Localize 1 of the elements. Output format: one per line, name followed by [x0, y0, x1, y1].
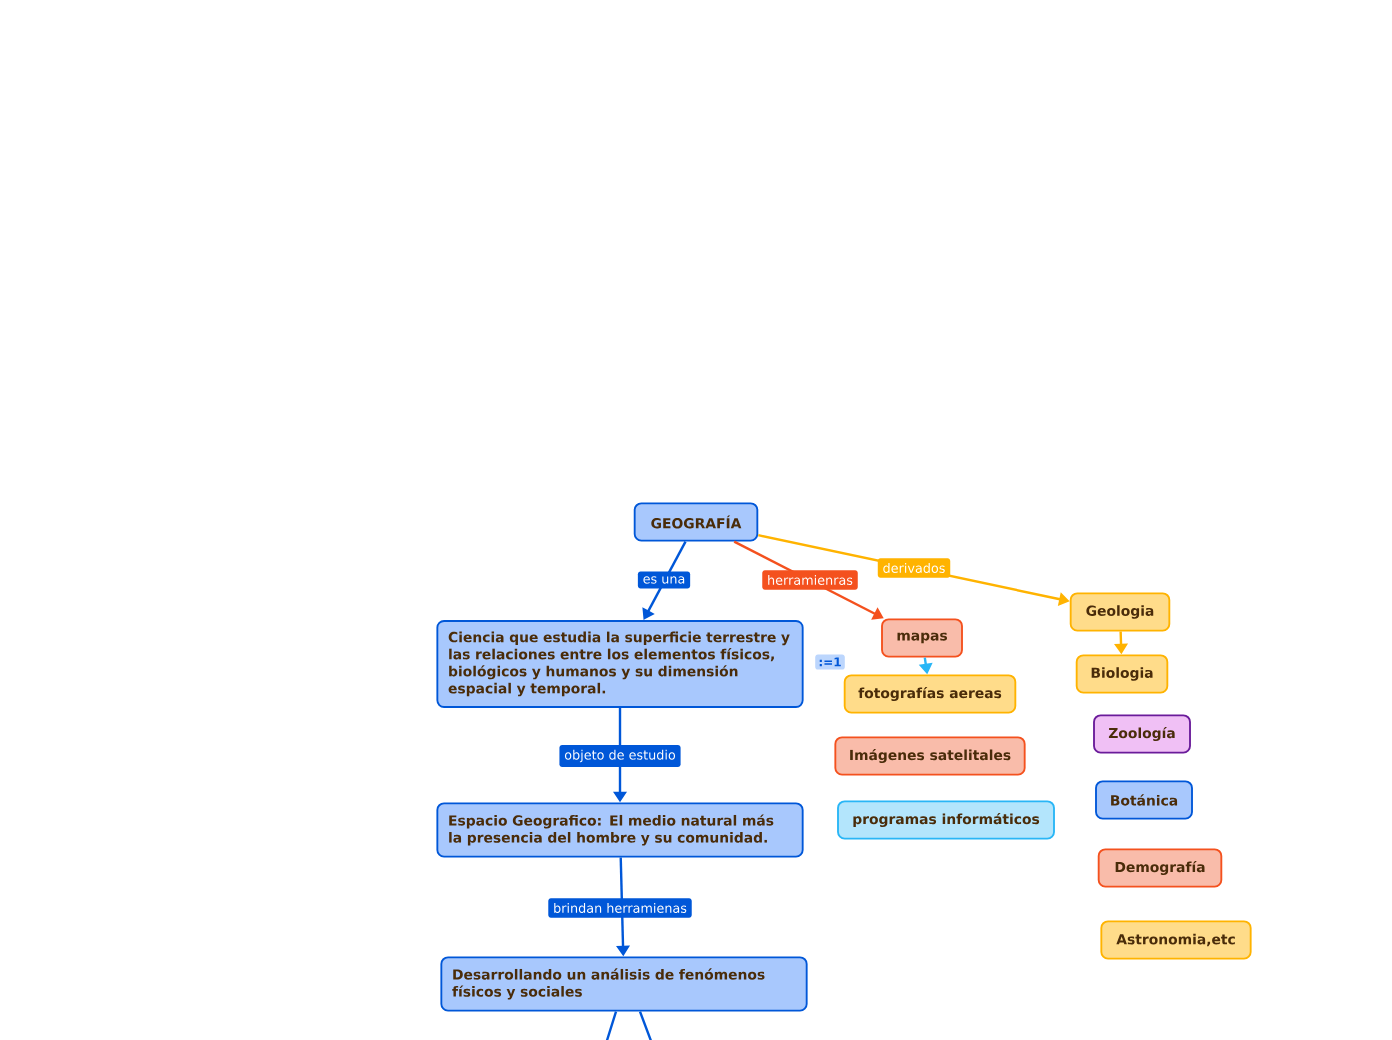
arrow	[642, 541, 687, 620]
